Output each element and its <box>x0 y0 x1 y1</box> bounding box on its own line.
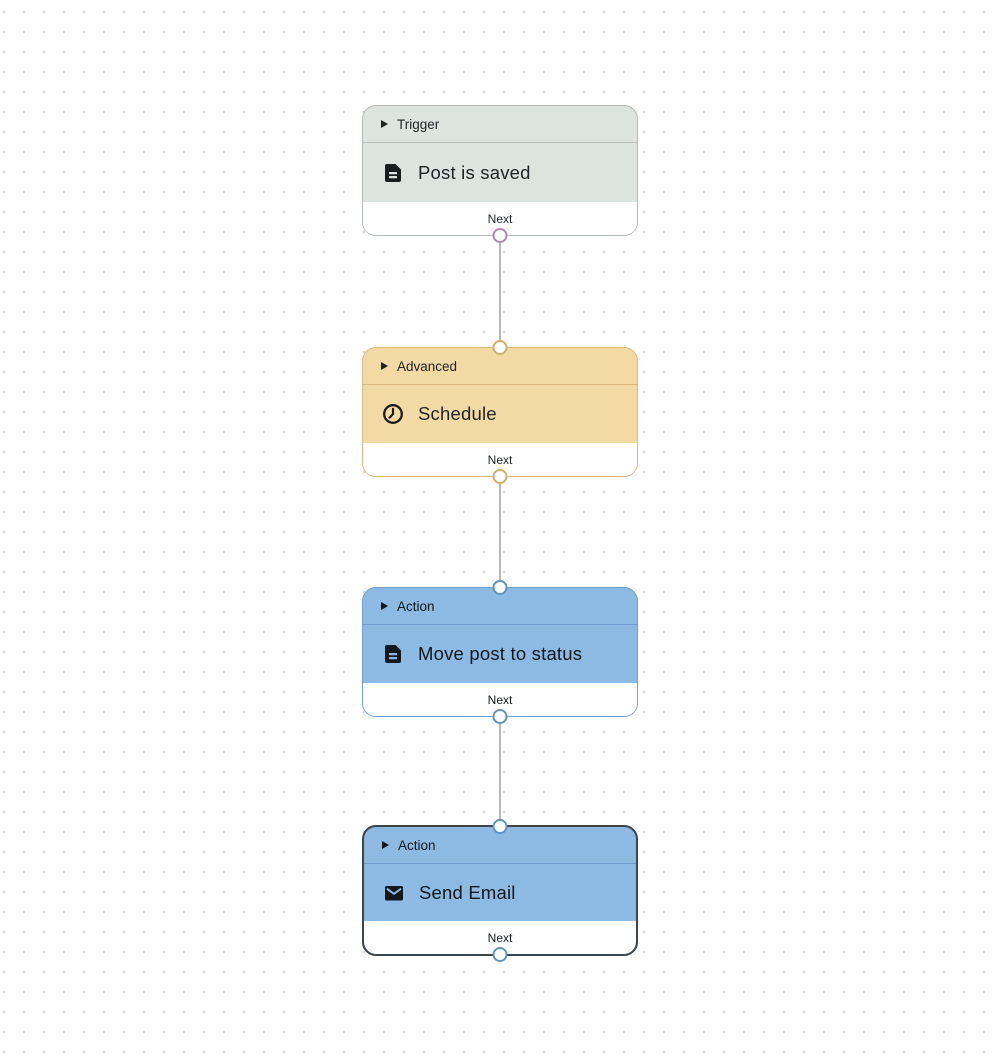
node-title: Send Email <box>419 881 516 903</box>
workflow-node-action-move-post-to-status[interactable]: Action Move post to status Next <box>362 580 638 724</box>
node-title: Move post to status <box>418 643 583 664</box>
node-title: Schedule <box>418 403 497 424</box>
node-header: Action <box>364 827 636 864</box>
workflow-node-advanced-schedule[interactable]: Advanced Schedule Next <box>362 340 638 484</box>
workflow-node-action-send-email[interactable]: Action Send Email Next <box>362 819 638 962</box>
workflow-node-trigger-post-is-saved[interactable]: Trigger Post is saved Next <box>362 105 638 243</box>
document-icon <box>381 161 405 185</box>
input-port[interactable] <box>492 819 508 834</box>
connector-line <box>498 476 502 587</box>
node-body: Move post to status <box>363 625 637 683</box>
output-port[interactable] <box>492 709 508 724</box>
email-icon <box>382 881 406 905</box>
node-title: Post is saved <box>418 161 531 183</box>
input-port[interactable] <box>492 340 508 355</box>
node-category-label: Action <box>398 837 436 853</box>
collapse-triangle-icon[interactable] <box>381 602 388 610</box>
output-port[interactable] <box>492 947 508 962</box>
collapse-triangle-icon[interactable] <box>382 841 389 849</box>
node-category-label: Advanced <box>397 358 458 374</box>
next-label: Next <box>487 692 513 707</box>
collapse-triangle-icon[interactable] <box>381 362 388 370</box>
output-port[interactable] <box>492 228 508 243</box>
connector-line <box>498 236 502 347</box>
input-port[interactable] <box>492 580 508 595</box>
node-body: Schedule <box>363 385 637 443</box>
connector-line <box>498 716 502 826</box>
next-label: Next <box>487 211 513 226</box>
next-label: Next <box>487 452 513 467</box>
node-header: Advanced <box>363 348 637 385</box>
document-icon <box>381 642 405 666</box>
clock-icon <box>381 402 405 426</box>
node-body: Send Email <box>364 864 636 921</box>
node-category-label: Trigger <box>397 116 440 132</box>
next-label: Next <box>487 930 513 945</box>
node-header: Trigger <box>363 106 637 143</box>
output-port[interactable] <box>492 469 508 484</box>
node-header: Action <box>363 588 637 625</box>
node-body: Post is saved <box>363 143 637 202</box>
node-category-label: Action <box>397 598 435 614</box>
collapse-triangle-icon[interactable] <box>381 120 388 128</box>
